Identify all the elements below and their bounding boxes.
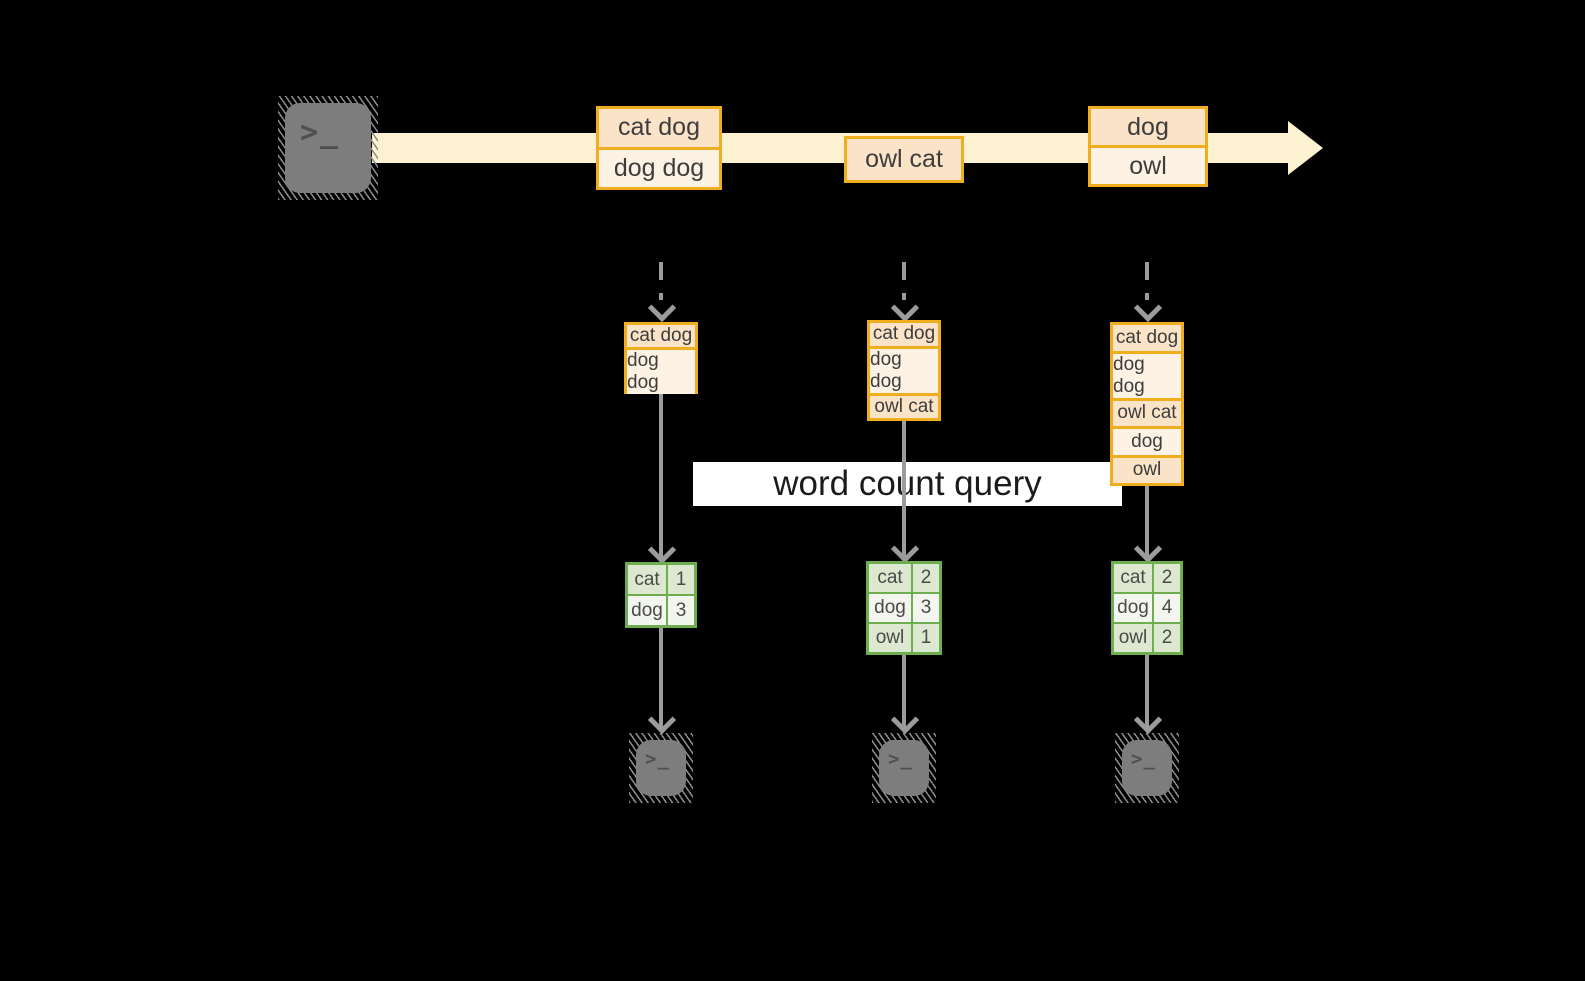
terminal-body: >_ [636,740,686,796]
sink-terminal-icon-2: >_ [872,733,936,803]
record-cell: owl cat [870,395,938,418]
count-cell: 2 [1154,564,1180,592]
word-cell: owl [1114,624,1152,652]
record-cell: owl [1113,457,1181,483]
stream-to-buffer-arrow-3 [1145,262,1149,300]
word-cell: cat [1114,564,1152,592]
terminal-prompt-icon: >_ [645,748,670,770]
buffer-to-table-line-2 [902,413,906,557]
terminal-body: >_ [879,740,929,796]
arrowhead-down-icon [1133,705,1163,735]
word-cell: dog [628,596,666,625]
stream-record-box-1: cat dog dog dog [596,106,722,190]
count-table-1: cat 1 dog 3 [625,562,697,628]
buffer-to-table-line-1 [659,386,663,558]
record-cell: dog dog [599,149,719,187]
terminal-body: >_ [285,103,371,193]
arrowhead-down-icon [647,293,677,323]
count-cell: 2 [1154,624,1180,652]
terminal-prompt-icon: >_ [888,748,913,770]
count-cell: 1 [913,624,939,652]
count-cell: 2 [913,564,939,592]
record-cell: cat dog [599,109,719,147]
buffer-to-table-line-3 [1145,478,1149,557]
stream-record-box-2: owl cat [844,136,964,183]
sink-terminal-icon-3: >_ [1115,733,1179,803]
terminal-body: >_ [1122,740,1172,796]
arrowhead-down-icon [647,705,677,735]
terminal-prompt-icon: >_ [1131,748,1156,770]
record-cell: owl cat [847,139,961,180]
count-table-3: cat 2 dog 4 owl 2 [1111,561,1183,655]
count-cell: 4 [1154,594,1180,622]
word-cell: dog [1114,594,1152,622]
record-cell: dog dog [1113,353,1181,398]
word-cell: cat [869,564,911,592]
record-cell: dog dog [627,350,695,394]
count-cell: 3 [668,596,694,625]
record-cell: dog [1091,109,1205,145]
table-to-sink-line-3 [1145,655,1149,730]
stream-to-buffer-arrow-1 [659,262,663,300]
count-cell: 1 [668,565,694,594]
sink-terminal-icon-1: >_ [629,733,693,803]
record-cell: dog [1113,429,1181,455]
count-cell: 3 [913,594,939,622]
terminal-prompt-icon: >_ [300,115,341,150]
record-cell: dog dog [870,348,938,393]
query-label: word count query [693,462,1122,506]
record-cell: owl [1091,148,1205,184]
record-cell: owl cat [1113,400,1181,426]
record-cell: cat dog [870,323,938,346]
source-terminal-icon: >_ [278,96,378,200]
stream-to-buffer-arrow-2 [902,262,906,300]
word-cell: owl [869,624,911,652]
record-cell: cat dog [627,325,695,347]
arrowhead-down-icon [890,534,920,564]
word-cell: cat [628,565,666,594]
buffer-box-1: cat dog dog dog [624,322,698,394]
word-cell: dog [869,594,911,622]
count-table-2: cat 2 dog 3 owl 1 [866,561,942,655]
table-to-sink-line-1 [659,628,663,730]
table-to-sink-line-2 [902,655,906,730]
arrowhead-down-icon [890,293,920,323]
arrowhead-down-icon [1133,534,1163,564]
arrowhead-down-icon [1133,293,1163,323]
buffer-box-2: cat dog dog dog owl cat [867,320,941,421]
arrowhead-down-icon [890,705,920,735]
stream-record-box-3: dog owl [1088,106,1208,187]
record-cell: cat dog [1113,325,1181,351]
stream-arrowhead [1288,121,1323,175]
buffer-box-3: cat dog dog dog owl cat dog owl [1110,322,1184,486]
arrowhead-down-icon [647,535,677,565]
